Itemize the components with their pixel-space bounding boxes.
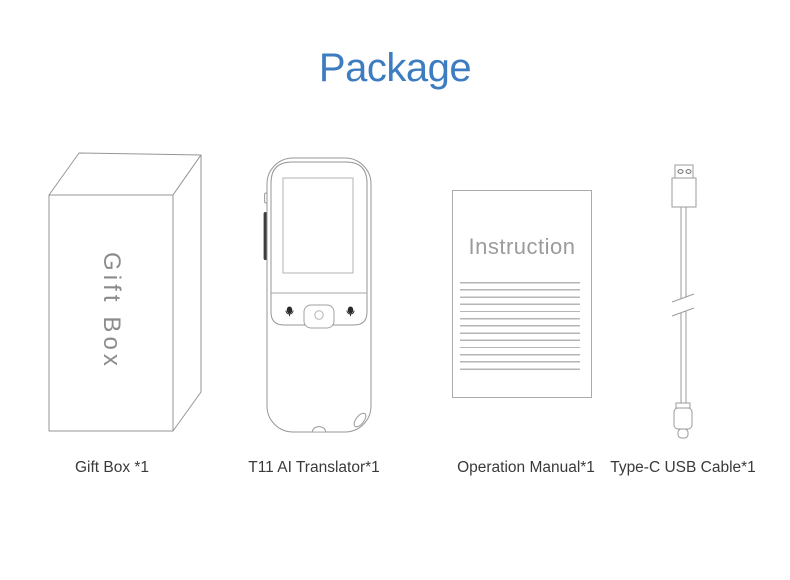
manual-sheet-title: Instruction <box>468 234 576 259</box>
page-title: Package <box>318 46 472 90</box>
cable-break-marks <box>671 293 695 317</box>
manual-figure: Instruction <box>445 185 600 405</box>
gift-box-side-face <box>172 154 202 432</box>
translator-illustration <box>263 157 372 433</box>
caption-gift-box: Gift Box *1 <box>74 459 150 476</box>
cable-wire-lower <box>680 311 687 403</box>
gift-box-figure: Gift Box <box>40 145 210 445</box>
gift-box-print-label: Gift Box <box>98 252 125 370</box>
home-button-dot <box>314 310 324 320</box>
gift-box-front-face <box>48 194 174 432</box>
side-talk-button <box>263 212 268 260</box>
usb-c-connector <box>673 402 693 439</box>
device-screen <box>282 177 354 274</box>
cable-illustration <box>671 164 697 439</box>
cable-figure <box>650 158 720 443</box>
translator-figure <box>255 150 380 440</box>
front-panel <box>270 161 368 326</box>
caption-translator: T11 AI Translator*1 <box>248 459 380 476</box>
usb-a-connector <box>671 164 697 208</box>
cable-wire-upper <box>680 207 687 299</box>
home-button <box>303 304 335 329</box>
manual-text-lines <box>460 282 580 370</box>
manual-sheet: Instruction <box>452 190 592 398</box>
caption-manual: Operation Manual*1 <box>457 459 595 476</box>
bottom-mic-notch <box>312 426 326 432</box>
speaker-hole-icon <box>353 412 367 428</box>
gift-box-illustration <box>48 152 202 432</box>
caption-cable: Type-C USB Cable*1 <box>610 459 756 476</box>
microphone-left-icon <box>285 306 294 317</box>
microphone-right-icon <box>346 306 355 317</box>
